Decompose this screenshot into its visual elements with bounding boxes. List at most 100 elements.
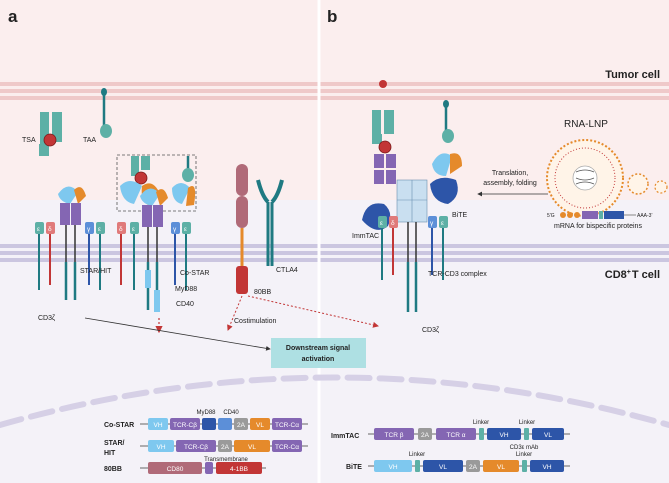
bite-construct bbox=[374, 460, 564, 472]
immtac-construct-name: ImmTAC bbox=[331, 433, 359, 440]
star-hit-seg-4: TCR-Cα bbox=[275, 444, 299, 451]
tumor-membrane-inner bbox=[0, 96, 669, 100]
co-star-construct bbox=[148, 418, 302, 430]
cd3-gamma-1: γ bbox=[87, 226, 91, 233]
bb80-seg-0: CD80 bbox=[167, 466, 184, 473]
tcell-membrane-outer bbox=[0, 244, 669, 248]
cd3-epsilon-b1: ε bbox=[380, 220, 383, 227]
co-star-receptor bbox=[140, 188, 168, 312]
star-hit-construct-name1: STAR/ bbox=[104, 440, 125, 447]
tcell-membrane-inner bbox=[0, 258, 669, 262]
co-star-label: Co-STAR bbox=[180, 270, 209, 277]
bb80-seg-1: 4-1BB bbox=[230, 466, 248, 473]
star-hit-seg-1: TCR-Cβ bbox=[184, 444, 208, 451]
bite-seg-0: VH bbox=[388, 464, 397, 471]
cd3-epsilon-2: ε bbox=[98, 226, 101, 233]
cd3-gamma-b: γ bbox=[430, 220, 434, 227]
mrna-3prime: AAA-3' bbox=[637, 213, 652, 219]
bite-linker-1: Linker bbox=[409, 452, 425, 458]
translation-line2: assembly, folding bbox=[483, 180, 537, 187]
tsa-peptide-icon bbox=[43, 133, 57, 147]
downstream-line1: Downstream signal bbox=[286, 345, 350, 352]
star-hit-construct-name2: HIT bbox=[104, 450, 116, 457]
myd88-label: MyD88 bbox=[175, 286, 197, 293]
downstream-line2: activation bbox=[302, 356, 335, 363]
tumor-membrane-outer bbox=[0, 82, 669, 86]
co-star-seg-3: VL bbox=[256, 422, 264, 429]
cd3-epsilon-1: ε bbox=[37, 226, 40, 233]
bite-linker-2: Linker bbox=[516, 452, 532, 458]
tsa-label: TSA bbox=[22, 137, 36, 144]
cd3-gamma-2: γ bbox=[173, 226, 177, 233]
co-star-seg-4: TCR-Cα bbox=[275, 422, 299, 429]
cd3-delta-2: δ bbox=[119, 226, 123, 233]
star-hit-seg-3: VL bbox=[248, 444, 256, 451]
ctla4-label: CTLA4 bbox=[276, 267, 298, 274]
cd3zeta-label-a: CD3ζ bbox=[38, 315, 55, 322]
tsa-mhc bbox=[39, 112, 62, 156]
downstream-box bbox=[271, 338, 366, 368]
panel-b-label: b bbox=[327, 7, 337, 26]
cd3-delta-1: δ bbox=[48, 226, 52, 233]
binding-inset-box bbox=[116, 154, 197, 212]
bb80-construct-name: 80BB bbox=[104, 466, 122, 473]
co-star-seg-2: 2A bbox=[237, 422, 246, 429]
bite-molecule bbox=[430, 100, 462, 204]
mrna-5prime: 5'G bbox=[547, 213, 555, 219]
ctla4-receptor bbox=[256, 179, 284, 266]
bite-construct-name: BiTE bbox=[346, 464, 362, 471]
bite-seg-1: VL bbox=[439, 464, 447, 471]
star-hit-construct bbox=[148, 440, 302, 452]
immtac-seg-4: VL bbox=[544, 432, 552, 439]
cd3zeta-label-b: CD3ζ bbox=[422, 327, 439, 334]
bite-label: BiTE bbox=[452, 212, 468, 219]
co-star-seg-1: TCR-Cβ bbox=[173, 422, 197, 429]
star-hit-receptor bbox=[58, 186, 86, 300]
co-star-construct-name: Co-STAR bbox=[104, 422, 134, 429]
tcell-membrane-mid bbox=[0, 251, 669, 255]
cd40-construct-label: CD40 bbox=[223, 410, 239, 416]
bb80-construct bbox=[148, 462, 262, 474]
mrna-label: mRNA for bispecific proteins bbox=[554, 223, 642, 230]
tsa-mhc-b bbox=[372, 80, 394, 154]
small-lnp-icons bbox=[627, 173, 668, 195]
rna-lnp-particle-icon bbox=[546, 139, 624, 217]
bb80-receptor bbox=[236, 164, 248, 294]
taa-antigen bbox=[100, 88, 112, 138]
star-hit-seg-0: VH bbox=[156, 444, 165, 451]
cd40-label: CD40 bbox=[176, 301, 194, 308]
bb80-label: 80BB bbox=[254, 289, 271, 296]
cd8-tcell-label: CD8+T cell bbox=[605, 269, 660, 281]
mrna-strand bbox=[560, 211, 636, 219]
co-star-seg-0: VH bbox=[153, 422, 162, 429]
cd3e-mab-label: CD3ε mAb bbox=[510, 445, 539, 451]
immtac-seg-1: 2A bbox=[421, 432, 430, 439]
immtac-label: ImmTAC bbox=[352, 233, 379, 240]
immtac-construct bbox=[374, 428, 564, 440]
transmembrane-label: Transmembrane bbox=[204, 457, 248, 463]
tumor-membrane-mid bbox=[0, 89, 669, 93]
star-hit-label: STAR/HIT bbox=[80, 268, 112, 275]
immtac-seg-0: TCR β bbox=[385, 432, 404, 439]
tumor-cell-label: Tumor cell bbox=[605, 69, 660, 81]
rna-lnp-label: RNA-LNP bbox=[564, 119, 608, 130]
immtac-linker-2: Linker bbox=[519, 420, 535, 426]
tcr-cd3-label: TCR-CD3 complex bbox=[428, 271, 487, 278]
bite-seg-2: 2A bbox=[469, 464, 478, 471]
star-signal-arrow bbox=[84, 317, 271, 351]
cd3-delta-b: δ bbox=[391, 220, 395, 227]
star-hit-seg-2: 2A bbox=[221, 444, 230, 451]
nucleus-envelope bbox=[0, 374, 669, 428]
cd3-epsilon-b2: ε bbox=[441, 220, 444, 227]
cd3-epsilon-3: ε bbox=[132, 226, 135, 233]
myd88-construct-label: MyD88 bbox=[196, 410, 216, 416]
inset-taa-binding bbox=[172, 156, 196, 206]
cd3-chains-mid bbox=[117, 222, 191, 290]
cd3-chains-left bbox=[35, 222, 105, 290]
translation-line1: Translation, bbox=[492, 170, 528, 177]
taa-label: TAA bbox=[83, 137, 96, 144]
bite-seg-4: VH bbox=[542, 464, 551, 471]
bite-seg-3: VL bbox=[497, 464, 505, 471]
